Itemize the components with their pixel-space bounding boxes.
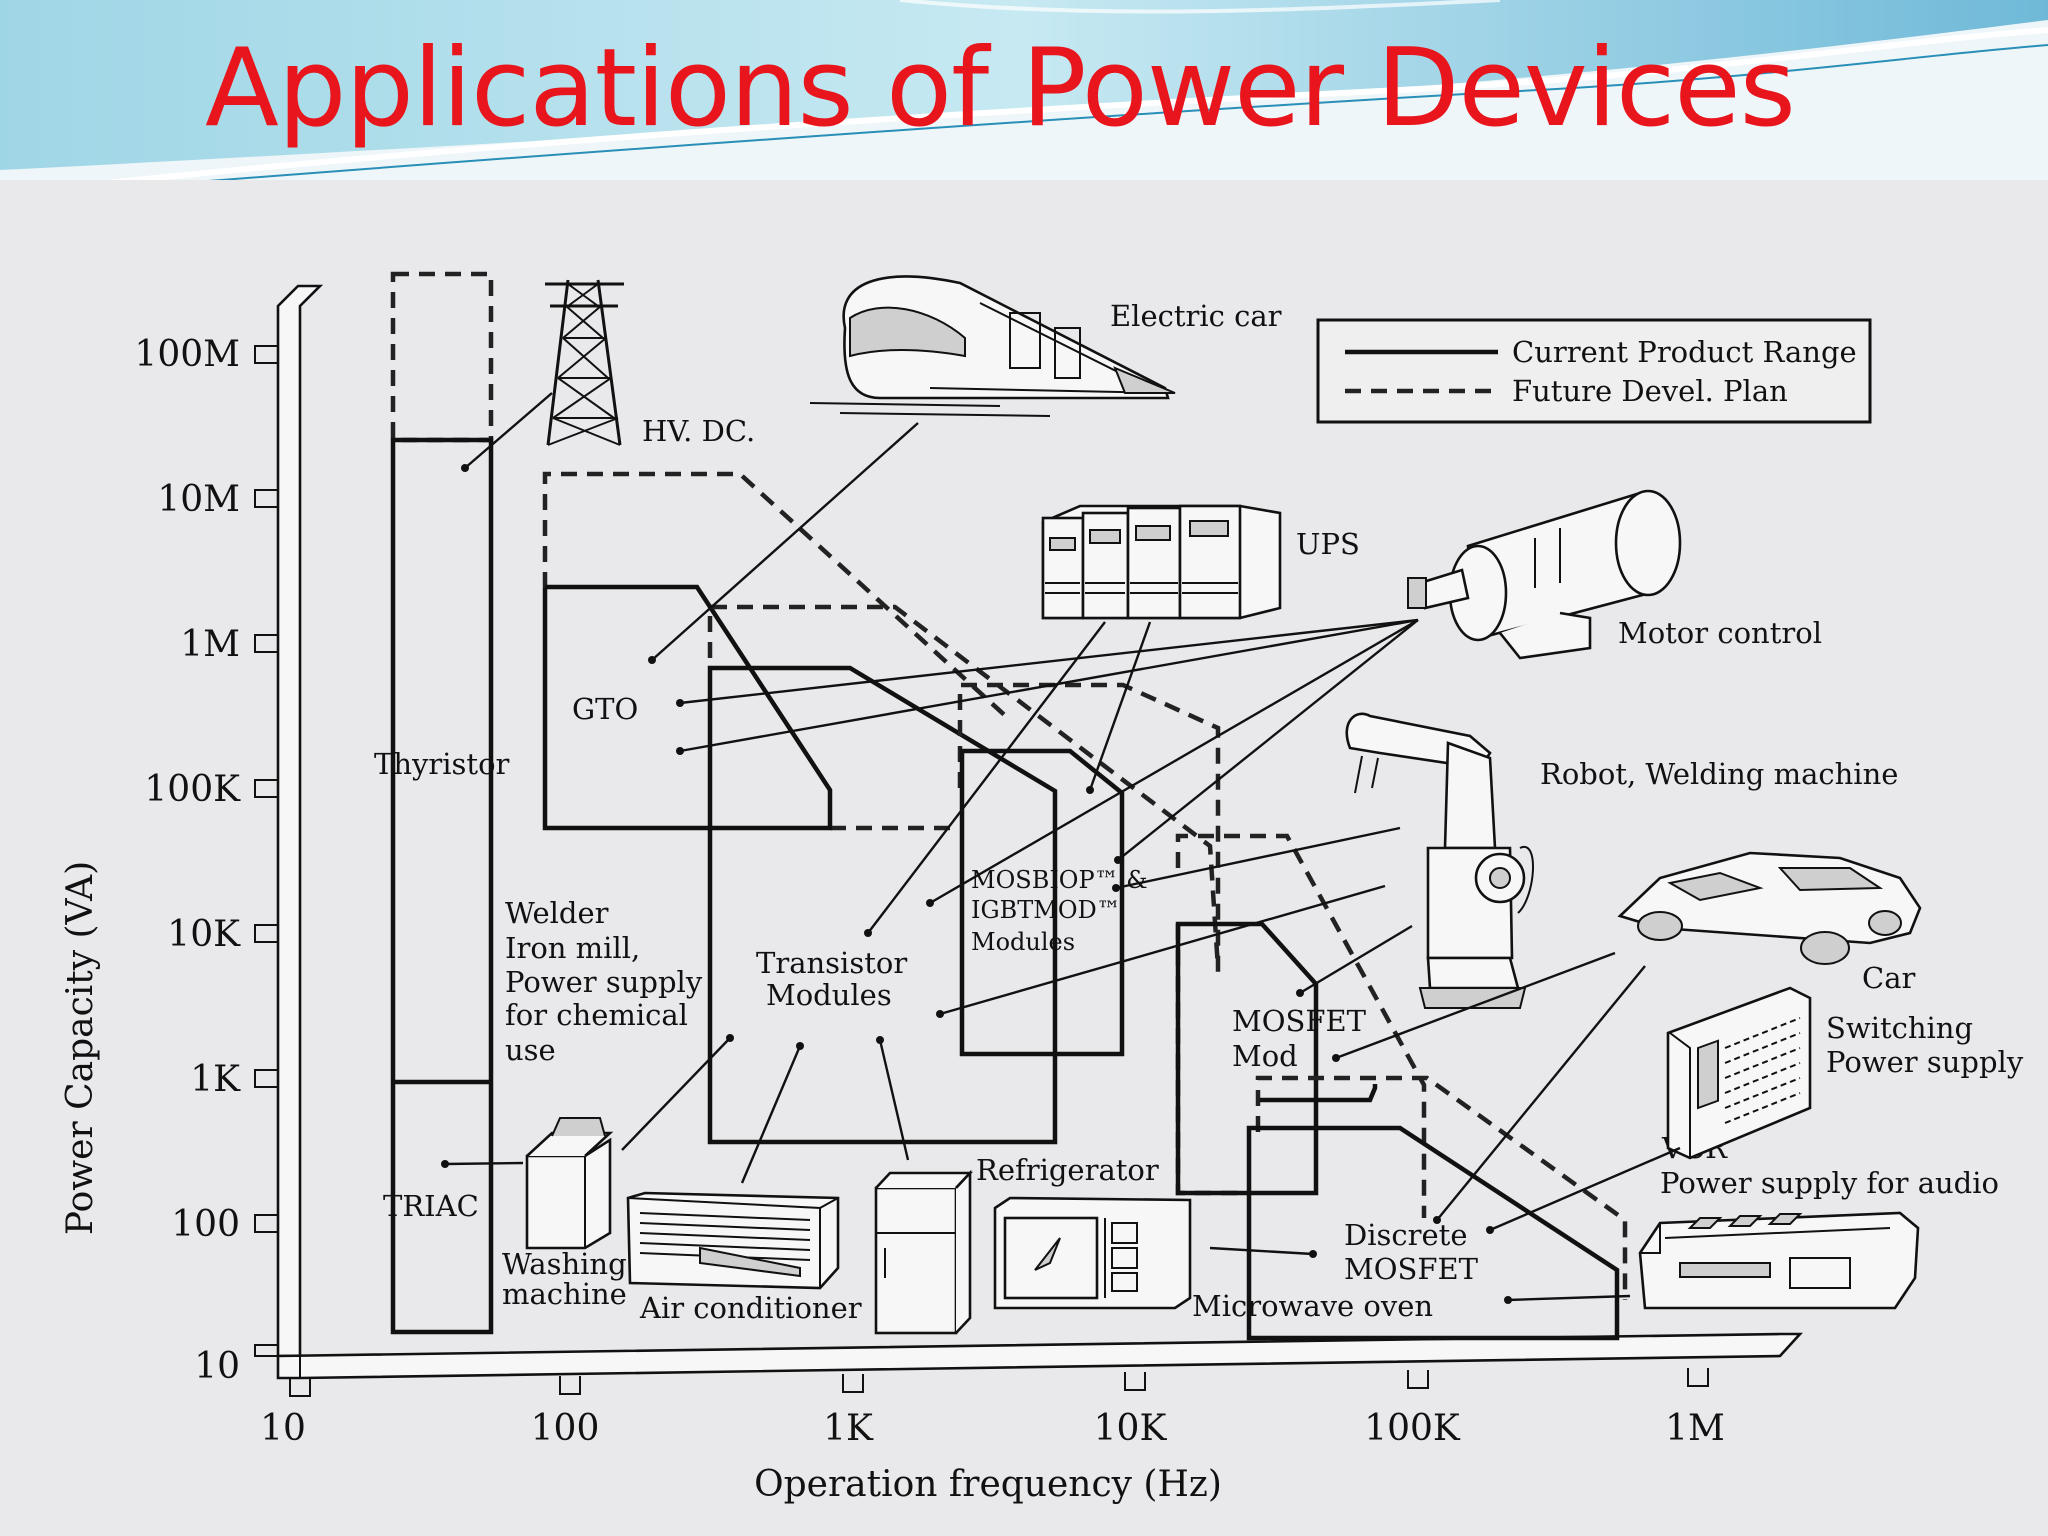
y-tick-10: 10 (194, 1346, 240, 1387)
mosfet-mod-label-2: Mod (1232, 1039, 1298, 1073)
igbt-future-outline (957, 682, 1221, 978)
washing-machine-label-2: machine (502, 1277, 627, 1311)
microwave-icon (993, 1196, 1192, 1310)
welder-label-4: for chemical (505, 998, 688, 1032)
igbt-modules-region (959, 748, 1125, 1057)
robot-label: Robot, Welding machine (1540, 757, 1898, 791)
motor-icon (1407, 489, 1682, 660)
header-wave-decoration (0, 0, 2048, 188)
welder-label-2: Iron mill, (505, 931, 640, 965)
legend-current-label: Current Product Range (1512, 335, 1857, 369)
discrete-mosfet-label-2: MOSFET (1344, 1252, 1479, 1286)
y-tick-labels: 10 100 1K 10K 100K 1M 10M 100M (134, 334, 241, 1387)
audio-supply-label: Power supply for audio (1660, 1166, 1999, 1200)
car-icon (1617, 851, 1922, 965)
washing-machine-icon (525, 1117, 614, 1250)
switching-supply-label-2: Power supply (1826, 1045, 2024, 1079)
y-tick-10k: 10K (167, 914, 241, 955)
y-tick-100k: 100K (144, 769, 241, 810)
x-tick-100k: 100K (1364, 1408, 1461, 1449)
robot-arm-icon (1345, 712, 1534, 1009)
legend-box (1316, 318, 1872, 424)
x-axis-title: Operation frequency (Hz) (754, 1464, 1222, 1505)
discrete-step (1260, 1084, 1378, 1103)
mosbiop-label-2: IGBTMOD™ (971, 896, 1121, 924)
transistor-modules-region (707, 665, 1058, 1145)
welder-label-5: use (505, 1033, 556, 1067)
x-tick-10k: 10K (1094, 1408, 1168, 1449)
mosbiop-label-1: MOSBIOP™ & (971, 866, 1148, 894)
switching-power-supply-icon (1666, 986, 1812, 1160)
legend: Current Product Range Future Devel. Plan (1316, 318, 1872, 424)
y-tick-1m: 1M (180, 624, 240, 665)
gto-region (542, 584, 833, 831)
y-axis-bar (254, 284, 324, 1358)
slide-header: Applications of Power Devices (0, 0, 2048, 188)
mosfet-mod-region (1175, 921, 1319, 1196)
gto-label: GTO (572, 692, 638, 726)
x-tick-labels: 10 100 1K 10K 100K 1M (260, 1408, 1725, 1449)
air-conditioner-icon (626, 1191, 840, 1290)
hvdc-label: HV. DC. (642, 414, 755, 448)
welder-label-1: Welder (505, 896, 609, 930)
triac-label: TRIAC (383, 1189, 479, 1223)
x-tick-10: 10 (260, 1408, 306, 1449)
thyristor-region (390, 437, 494, 1335)
mosfet-mod-label-1: MOSFET (1232, 1004, 1367, 1038)
x-axis-bar (276, 1332, 1803, 1397)
transistor-modules-label-2: Modules (766, 978, 892, 1012)
air-conditioner-label: Air conditioner (639, 1291, 862, 1325)
electric-car-label: Electric car (1110, 299, 1282, 333)
x-tick-1m: 1M (1665, 1408, 1725, 1449)
mosfet-mod-future-outline (1175, 833, 1427, 1218)
connector-lines (444, 392, 1681, 1302)
ups-label: UPS (1296, 527, 1360, 561)
discrete-mosfet-label-1: Discrete (1344, 1218, 1468, 1252)
thyristor-label: Thyristor (374, 747, 510, 781)
electric-train-icon (809, 275, 1176, 417)
y-tick-1k: 1K (190, 1059, 241, 1100)
legend-future-label: Future Devel. Plan (1512, 374, 1788, 408)
discrete-mosfet-region (1246, 1125, 1620, 1341)
y-axis-title: Power Capacity (VA) (60, 861, 101, 1235)
washing-machine-label-1: Washing (502, 1247, 627, 1281)
ups-icon (1041, 504, 1282, 620)
vcr-icon (1638, 1211, 1920, 1310)
switching-supply-label-1: Switching (1826, 1011, 1973, 1045)
motor-control-label: Motor control (1618, 616, 1822, 650)
car-label: Car (1862, 961, 1915, 995)
y-tick-100: 100 (171, 1204, 240, 1245)
refrigerator-label: Refrigerator (976, 1153, 1159, 1187)
transistor-future-outline (707, 604, 1221, 969)
welder-label-3: Power supply (505, 965, 703, 999)
gto-future-outline (542, 471, 1012, 722)
x-tick-100: 100 (531, 1408, 600, 1449)
mosbiop-label-3: Modules (971, 928, 1075, 956)
y-tick-10m: 10M (157, 479, 240, 520)
microwave-label: Microwave oven (1192, 1289, 1433, 1323)
x-tick-1k: 1K (823, 1408, 874, 1449)
refrigerator-icon (874, 1169, 973, 1335)
y-tick-100m: 100M (134, 334, 240, 375)
discrete-future-outline (1255, 1075, 1628, 1300)
hvdc-tower-icon (545, 279, 624, 446)
slide-title: Applications of Power Devices (205, 26, 1796, 151)
connector-dots (441, 464, 1512, 1304)
transistor-modules-label-1: Transistor (756, 946, 907, 980)
power-devices-diagram: 10 100 1K 10K 100K 1M 10M 100M 10 100 1K… (60, 271, 2024, 1505)
thyristor-future-region (390, 271, 494, 443)
